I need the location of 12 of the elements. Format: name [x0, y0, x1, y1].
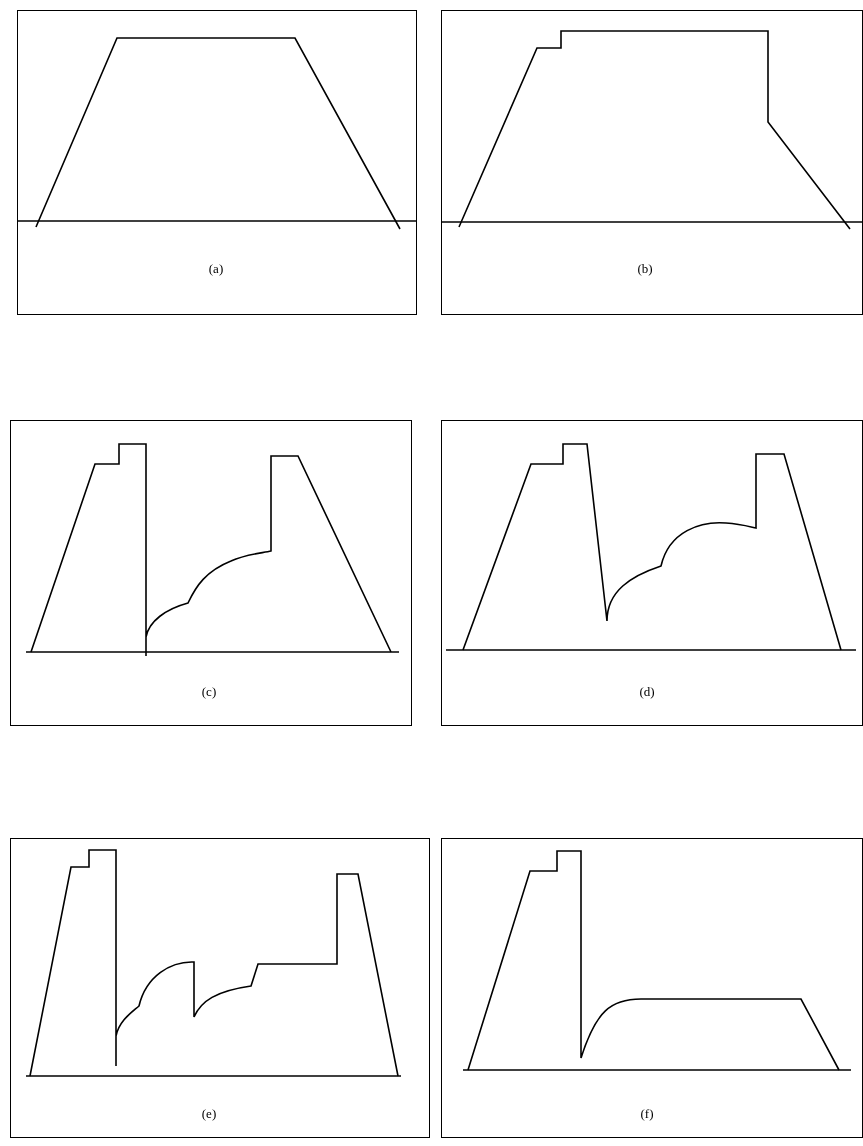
figure-panel	[10, 420, 412, 726]
figure-panel	[10, 838, 430, 1138]
panel-label: (c)	[201, 684, 217, 700]
panel-label: (f)	[640, 1106, 654, 1122]
figure-panel	[17, 10, 417, 315]
panel-label: (a)	[208, 261, 224, 277]
figure-panel	[441, 10, 863, 315]
panel-label: (d)	[639, 684, 655, 700]
figure-panel	[441, 420, 863, 726]
figure-panel	[441, 838, 863, 1138]
panel-label: (e)	[201, 1106, 217, 1122]
panel-label: (b)	[637, 261, 653, 277]
